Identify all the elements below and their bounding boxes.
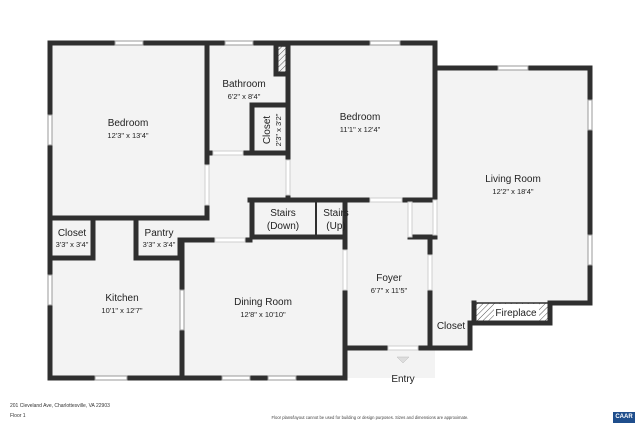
living-room-name: Living Room [485, 174, 541, 185]
door-openings [204, 150, 438, 291]
dining-room-dim: 12'8" x 10'10" [240, 310, 286, 319]
entry-arrow-icon [396, 356, 410, 364]
closet-bath-name: Closet [262, 116, 273, 145]
caar-logo: CAAR [613, 412, 635, 423]
entry-label: Entry [391, 374, 414, 385]
stairs-down-line1: Stairs [270, 208, 296, 219]
floor-label: Floor 1 [10, 413, 26, 419]
entry-door [387, 345, 419, 351]
kitchen-dim: 10'1" x 12'7" [101, 306, 142, 315]
bathroom-dim: 6'2" x 8'4" [228, 92, 261, 101]
closet-left-name: Closet [58, 228, 87, 239]
bedroom1-dim: 12'3" x 13'4" [107, 131, 148, 140]
bedroom1-name: Bedroom [108, 118, 149, 129]
bedroom2-dim: 11'1" x 12'4" [340, 125, 381, 134]
bathroom-name: Bathroom [222, 79, 265, 90]
foyer-name: Foyer [376, 273, 402, 284]
living-room-dim: 12'2" x 18'4" [492, 187, 533, 196]
closet-left-dim: 3'3" x 3'4" [56, 240, 89, 249]
stairs-down-line2: (Down) [267, 221, 299, 232]
disclaimer-text: Floor plans/layout cannot be used for bu… [271, 415, 469, 420]
fireplace-name: Fireplace [495, 308, 537, 319]
dining-room-name: Dining Room [234, 297, 292, 308]
pantry-dim: 3'3" x 3'4" [143, 240, 176, 249]
kitchen-name: Kitchen [105, 293, 138, 304]
pantry-name: Pantry [145, 228, 174, 239]
stairs-up-line1: Stairs [323, 208, 349, 219]
windows [47, 40, 593, 381]
room-fills [50, 43, 590, 378]
bedroom2-name: Bedroom [340, 112, 381, 123]
stairs-up-line2: (Up) [326, 221, 345, 232]
address-text: 201 Cleveland Ave, Charlottesville, VA 2… [10, 403, 110, 409]
closet-foyer-name: Closet [437, 321, 466, 332]
closet-bath-dim: 2'3" x 3'2" [274, 113, 283, 146]
foyer-dim: 6'7" x 11'5" [371, 286, 408, 295]
